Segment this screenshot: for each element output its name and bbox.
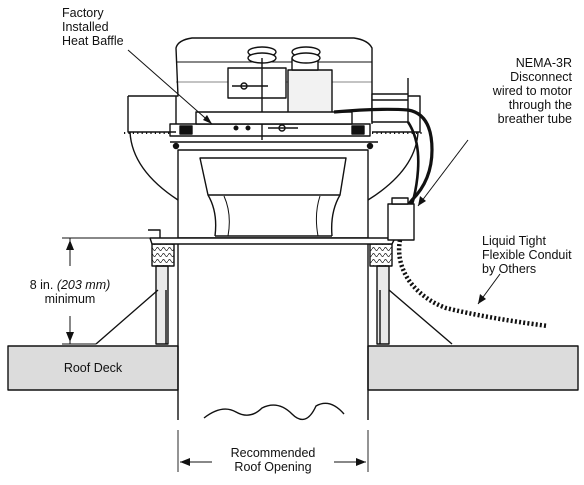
label-disconnect-line3: wired to motor (492, 84, 572, 98)
duct-shaft (177, 240, 369, 420)
label-disconnect-line4: through the (508, 98, 572, 112)
label-disconnect-line2: Disconnect (510, 70, 572, 84)
leader-heat-baffle (127, 49, 213, 125)
label-heat-baffle: Factory Installed Heat Baffle (62, 6, 124, 48)
wood-nailer-left (151, 243, 175, 267)
roof-deck-right (367, 345, 579, 391)
label-roof-opening-line2: Roof Opening (234, 460, 312, 474)
curb-support-right (379, 289, 453, 345)
label-disconnect: NEMA-3R Disconnect wired to motor throug… (458, 56, 572, 126)
heat-baffle-plate (169, 123, 371, 137)
label-heat-baffle-line3: Heat Baffle (62, 34, 124, 48)
leader-disconnect (417, 139, 469, 207)
roof-deck-left (7, 345, 179, 391)
curb-post-right (376, 265, 390, 345)
label-heat-baffle-line2: Installed (62, 20, 109, 34)
label-conduit-line3: by Others (482, 262, 537, 276)
label-roof-opening-line1: Recommended (230, 446, 316, 460)
label-roof-deck: Roof Deck (63, 361, 123, 375)
fan-hood (127, 37, 421, 133)
motor-mount (227, 67, 287, 99)
curb-support-left (95, 289, 167, 345)
label-conduit: Liquid Tight Flexible Conduit by Others (482, 234, 572, 276)
curb-height-value: 8 in. (29, 278, 54, 292)
label-conduit-line1: Liquid Tight (482, 234, 546, 248)
curb-height-note: minimum (44, 292, 96, 306)
nema-disconnect-box (387, 203, 415, 241)
label-curb-height: 8 in. (203 mm) minimum (18, 278, 122, 306)
fan-skirt (149, 237, 396, 245)
fan-wheel (199, 157, 347, 196)
label-disconnect-line1: NEMA-3R (515, 56, 572, 70)
wood-nailer-right (369, 243, 393, 267)
label-heat-baffle-line1: Factory (62, 6, 104, 20)
curb-height-metric: (203 mm) (56, 278, 111, 292)
label-conduit-line2: Flexible Conduit (482, 248, 572, 262)
duct-break-line (203, 402, 345, 421)
label-roof-opening: Recommended Roof Opening (206, 446, 340, 474)
label-disconnect-line5: breather tube (497, 112, 572, 126)
